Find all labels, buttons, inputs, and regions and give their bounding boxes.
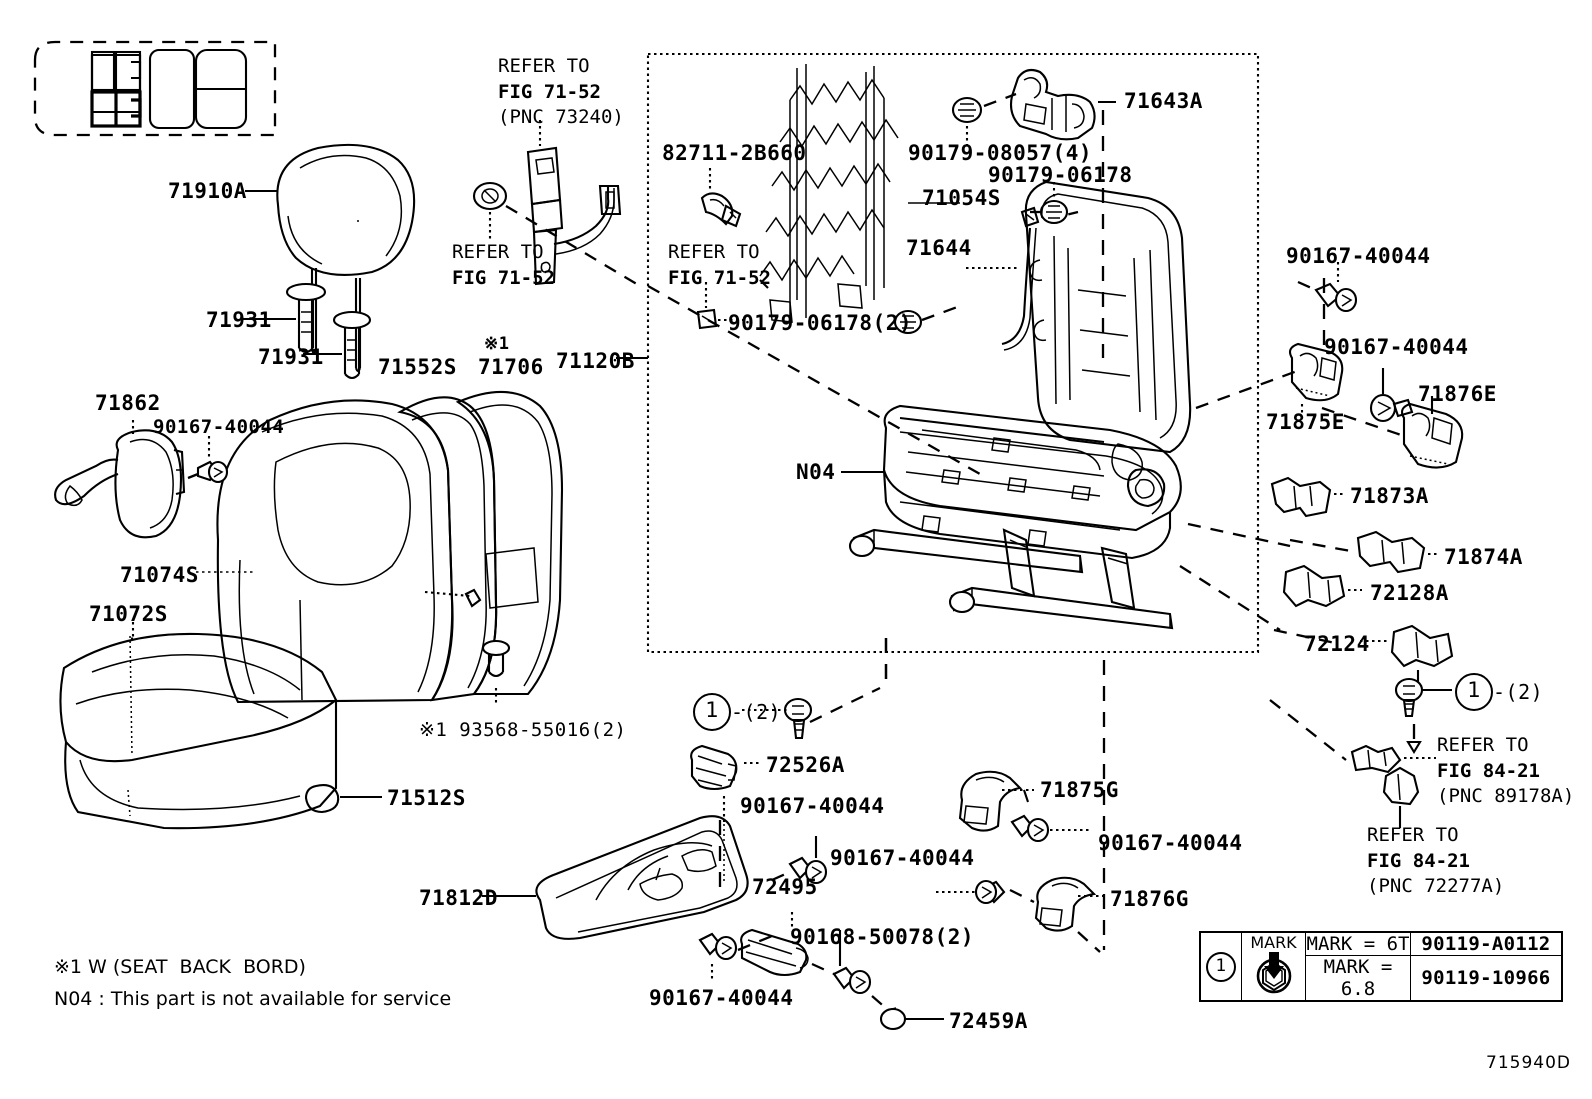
cap-71876g-graphic <box>936 660 1106 953</box>
hinge-bolt-graphic <box>424 588 511 706</box>
refer-note-anchor: REFER TO FIG 71-52 <box>452 241 555 289</box>
rail-89178a-graphic <box>1269 699 1436 774</box>
cover-71873a-graphic <box>1270 476 1346 518</box>
label-71875g: 71875G <box>1040 778 1119 802</box>
callout-1-right-qty: -(2) <box>1493 680 1544 704</box>
refer-note-89178a: REFER TO FIG 84-21 (PNC 89178A) <box>1437 734 1575 808</box>
assembly-guide-lines <box>647 284 1301 690</box>
table-row: MARK = 6.8 90119-10966 <box>1200 955 1563 1002</box>
label-90167-40044-71876g: 90167-40044 <box>830 846 975 870</box>
label-90167-40044-top: 90167-40044 <box>1286 244 1431 268</box>
label-n04: N04 <box>796 460 836 484</box>
label-72124: 72124 <box>1304 632 1370 656</box>
label-71931-lower: 71931 <box>258 345 324 369</box>
label-71876g: 71876G <box>1110 887 1189 911</box>
label-72495: 72495 <box>752 875 818 899</box>
mark-icon-cell: MARK <box>1241 931 1306 1002</box>
label-82711-2b660: 82711-2B660 <box>662 141 807 165</box>
mark-condition-1: MARK = 6T <box>1305 931 1411 956</box>
seat-frame-graphic <box>841 180 1192 630</box>
label-71873a: 71873A <box>1350 484 1429 508</box>
label-71706-mark: ※1 <box>484 334 510 354</box>
callout-1-mid: 1 <box>693 693 731 731</box>
label-90167-40044-71875g: 90167-40044 <box>1098 831 1243 855</box>
label-71910a: 71910A <box>168 179 247 203</box>
label-90179-06178: 90179-06178 <box>988 163 1133 187</box>
mark-callout-cell: 1 <box>1199 931 1242 1002</box>
label-71552s: 71552S <box>378 355 457 379</box>
label-71876e: 71876E <box>1418 382 1497 406</box>
label-90167-40044-mid: 90167-40044 <box>1324 335 1469 359</box>
refer-note-buckle: REFER TO FIG 71-52 (PNC 73240) <box>498 55 624 129</box>
mark-condition-2: MARK = 6.8 <box>1305 955 1411 1002</box>
label-71931-upper: 71931 <box>206 308 272 332</box>
label-71643a: 71643A <box>1124 89 1203 113</box>
wire-71644-graphic <box>966 206 1079 351</box>
label-71862: 71862 <box>95 391 161 415</box>
table-row: 1 MARK MARK = 6T 90119-A0112 <box>1199 931 1563 1002</box>
label-72128a: 72128A <box>1370 581 1449 605</box>
mark-part-2: 90119-10966 <box>1410 955 1563 1002</box>
refer-note-belt-mid: REFER TO FIG 71-52 <box>668 241 771 289</box>
cover-72128a-graphic <box>1282 564 1362 608</box>
cover-71874a-graphic <box>1289 530 1440 574</box>
label-90179-08057: 90179-08057(4) <box>908 141 1093 165</box>
label-90168-50078: 90168-50078(2) <box>790 925 975 949</box>
bolt-90179-08057-graphic <box>951 92 1017 146</box>
label-71120b: 71120B <box>556 349 635 373</box>
label-71874a: 71874A <box>1444 545 1523 569</box>
label-90167-40044-recline: 90167-40044 <box>153 416 285 438</box>
mark-part-1: 90119-A0112 <box>1410 931 1563 956</box>
bolt-head-mark-icon <box>1256 951 1291 993</box>
label-71074s: 71074S <box>120 563 199 587</box>
footnote-line-1: ※1 W (SEAT BACK BORD) <box>54 956 306 978</box>
callout-1-mid-qty: -(2) <box>731 700 782 724</box>
headrest-graphic <box>245 143 416 373</box>
drawing-number: 715940D <box>1486 1053 1571 1073</box>
label-93568-note: ※1 93568-55016(2) <box>419 719 627 741</box>
screw-mid-right-graphic <box>1369 368 1414 423</box>
label-71875e: 71875E <box>1266 410 1345 434</box>
footnote-line-2: N04 : This part is not available for ser… <box>54 988 452 1010</box>
label-71054s: 71054S <box>922 186 1001 210</box>
mark-legend-table: 1 MARK MARK = 6T 90119-A0112 MARK = 6.8 … <box>1199 931 1563 1002</box>
lock-71643a-graphic <box>1009 68 1116 358</box>
label-71812d: 71812D <box>419 886 498 910</box>
mark-word-label: MARK <box>1250 932 1297 952</box>
label-90167-40044-71812d: 90167-40044 <box>649 986 794 1010</box>
seat-map-graphic <box>33 40 277 137</box>
label-71706: 71706 <box>478 355 544 379</box>
callout-1-right: 1 <box>1455 673 1493 711</box>
panel-71812d-graphic <box>482 815 773 982</box>
label-72459a: 72459A <box>949 1009 1028 1033</box>
callout-1-legend: 1 <box>1206 951 1236 982</box>
label-72526a: 72526A <box>766 753 845 777</box>
label-90179-06178-2: 90179-06178(2) <box>728 311 913 335</box>
label-71512s: 71512S <box>387 786 466 810</box>
label-90167-40044-72526a: 90167-40044 <box>740 794 885 818</box>
label-71072s: 71072S <box>89 602 168 626</box>
rail-72277a-graphic <box>1382 766 1420 828</box>
label-71644: 71644 <box>906 236 972 260</box>
refer-note-72277a: REFER TO FIG 84-21 (PNC 72277A) <box>1367 824 1505 898</box>
